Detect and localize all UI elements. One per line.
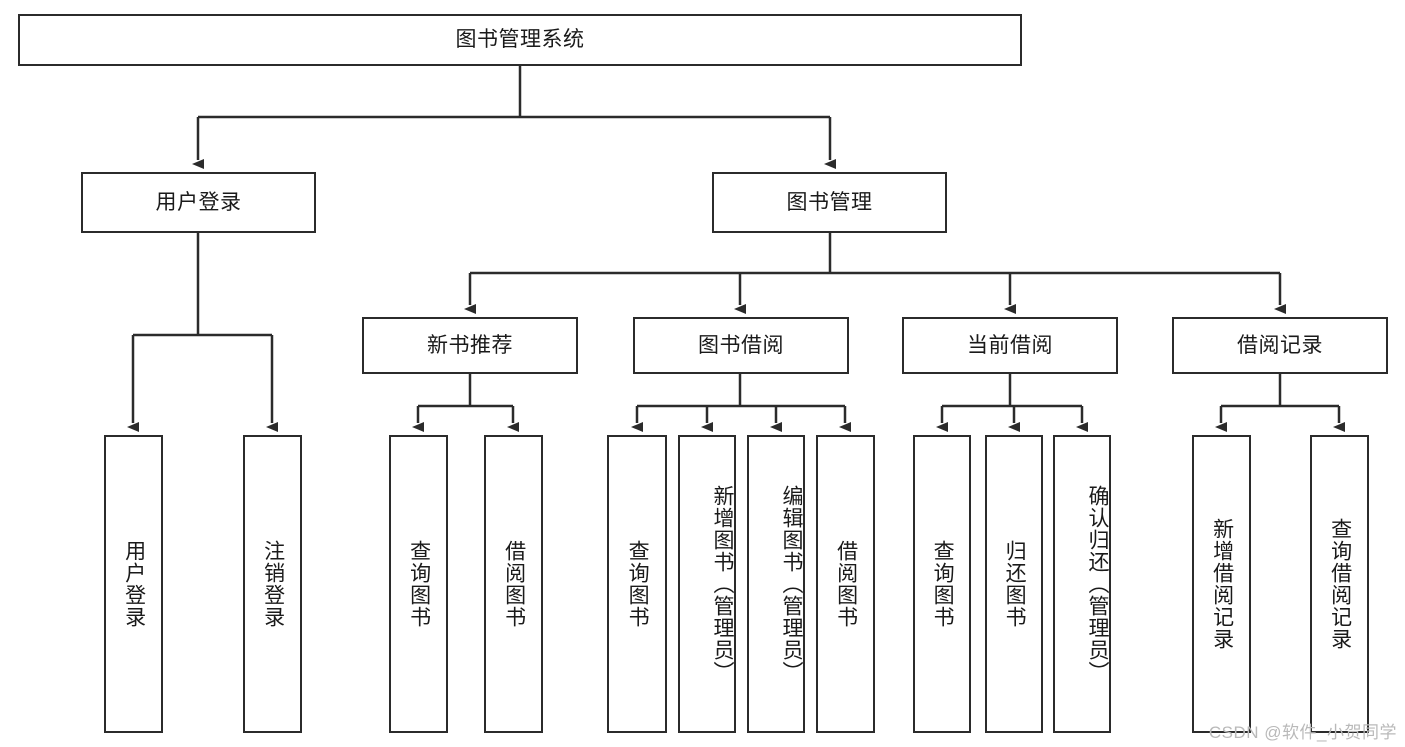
- edge-group-borrow-record: [1215, 374, 1345, 432]
- edge-group-user-login: [127, 233, 278, 432]
- edge-group-book-manage: [464, 233, 1286, 314]
- node-root-system[interactable]: 图书管理系统: [18, 14, 1022, 66]
- edge-group-root: [192, 66, 836, 169]
- node-new-book-recommend[interactable]: 新书推荐: [362, 317, 578, 374]
- edge-group-book-borrow: [631, 374, 851, 432]
- node-borrow-record[interactable]: 借阅记录: [1172, 317, 1388, 374]
- leaf-current-borrow-return[interactable]: 归还图书: [985, 435, 1043, 733]
- leaf-borrow-record-add[interactable]: 新增借阅记录: [1192, 435, 1251, 733]
- leaf-current-borrow-query[interactable]: 查询图书: [913, 435, 971, 733]
- leaf-current-borrow-confirm-admin[interactable]: 确认归还（管理员）: [1053, 435, 1111, 733]
- leaf-book-borrow-borrow[interactable]: 借阅图书: [816, 435, 875, 733]
- node-current-borrow[interactable]: 当前借阅: [902, 317, 1118, 374]
- node-book-borrow[interactable]: 图书借阅: [633, 317, 849, 374]
- leaf-new-book-borrow[interactable]: 借阅图书: [484, 435, 543, 733]
- leaf-user-login-login[interactable]: 用户登录: [104, 435, 163, 733]
- leaf-book-borrow-edit-admin[interactable]: 编辑图书（管理员）: [747, 435, 805, 733]
- leaf-borrow-record-query[interactable]: 查询借阅记录: [1310, 435, 1369, 733]
- node-book-management[interactable]: 图书管理: [712, 172, 947, 233]
- edge-group-current-borrow: [936, 374, 1088, 432]
- leaf-new-book-query[interactable]: 查询图书: [389, 435, 448, 733]
- edge-group-new-book: [412, 374, 519, 432]
- leaf-book-borrow-add-admin[interactable]: 新增图书（管理员）: [678, 435, 736, 733]
- node-user-login[interactable]: 用户登录: [81, 172, 316, 233]
- leaf-user-login-logout[interactable]: 注销登录: [243, 435, 302, 733]
- leaf-book-borrow-query[interactable]: 查询图书: [607, 435, 667, 733]
